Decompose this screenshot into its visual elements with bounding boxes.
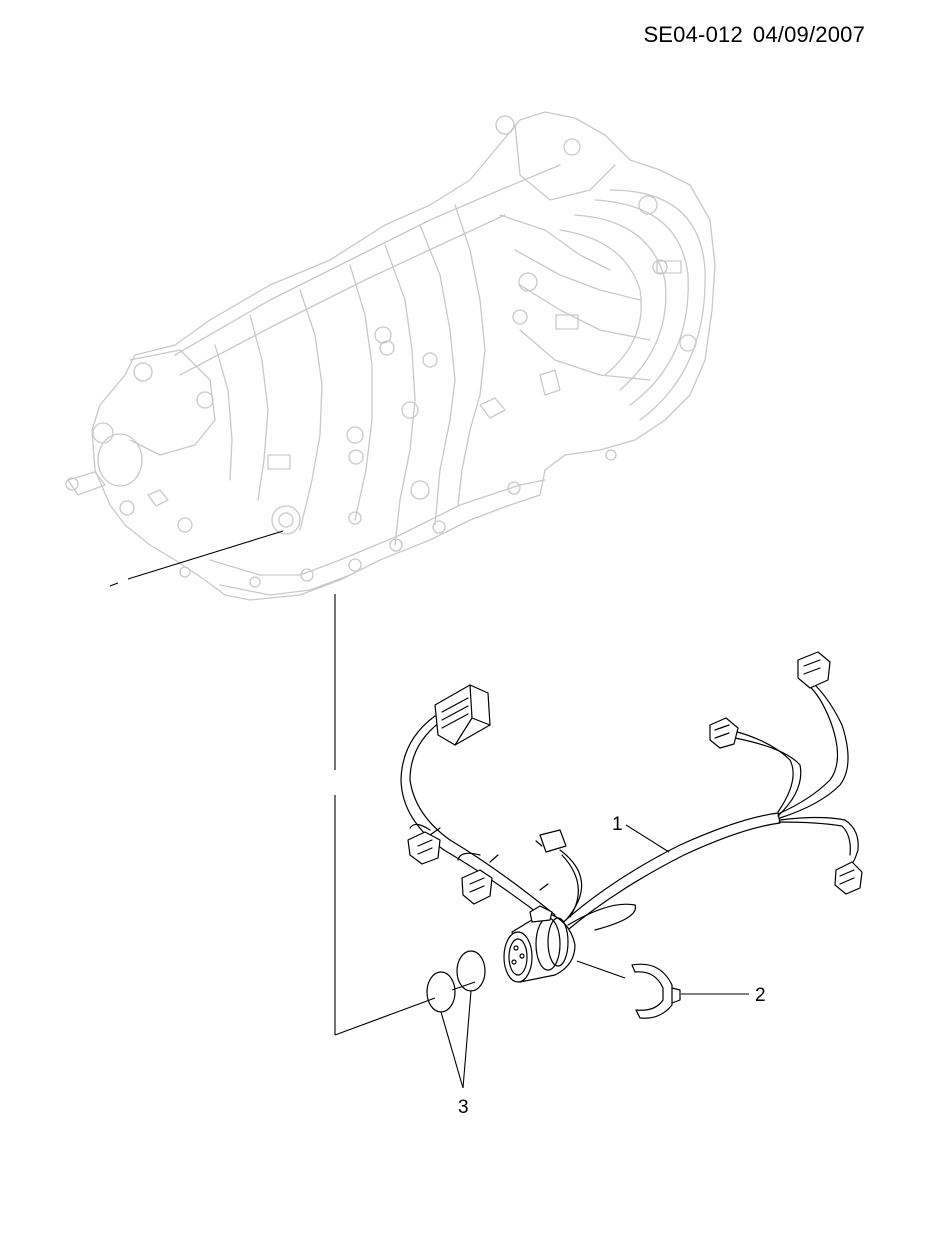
transmission-housing-ghost bbox=[65, 111, 716, 601]
leader-lines bbox=[109, 530, 626, 1036]
retaining-clip bbox=[631, 963, 681, 1019]
diagram-date: 04/09/2007 bbox=[752, 22, 865, 47]
o-rings bbox=[426, 950, 486, 1013]
callout-label-1: 1 bbox=[612, 814, 623, 835]
callout-3: 3 bbox=[440, 990, 472, 1118]
wiring-harness bbox=[400, 651, 863, 983]
callout-1: 1 bbox=[612, 814, 670, 853]
diagram-header: SE04-012 04/09/2007 bbox=[633, 22, 865, 48]
diagram-code: SE04-012 bbox=[643, 22, 743, 47]
callout-2: 2 bbox=[681, 985, 766, 1006]
callout-label-2: 2 bbox=[755, 985, 766, 1006]
callout-label-3: 3 bbox=[458, 1097, 469, 1118]
